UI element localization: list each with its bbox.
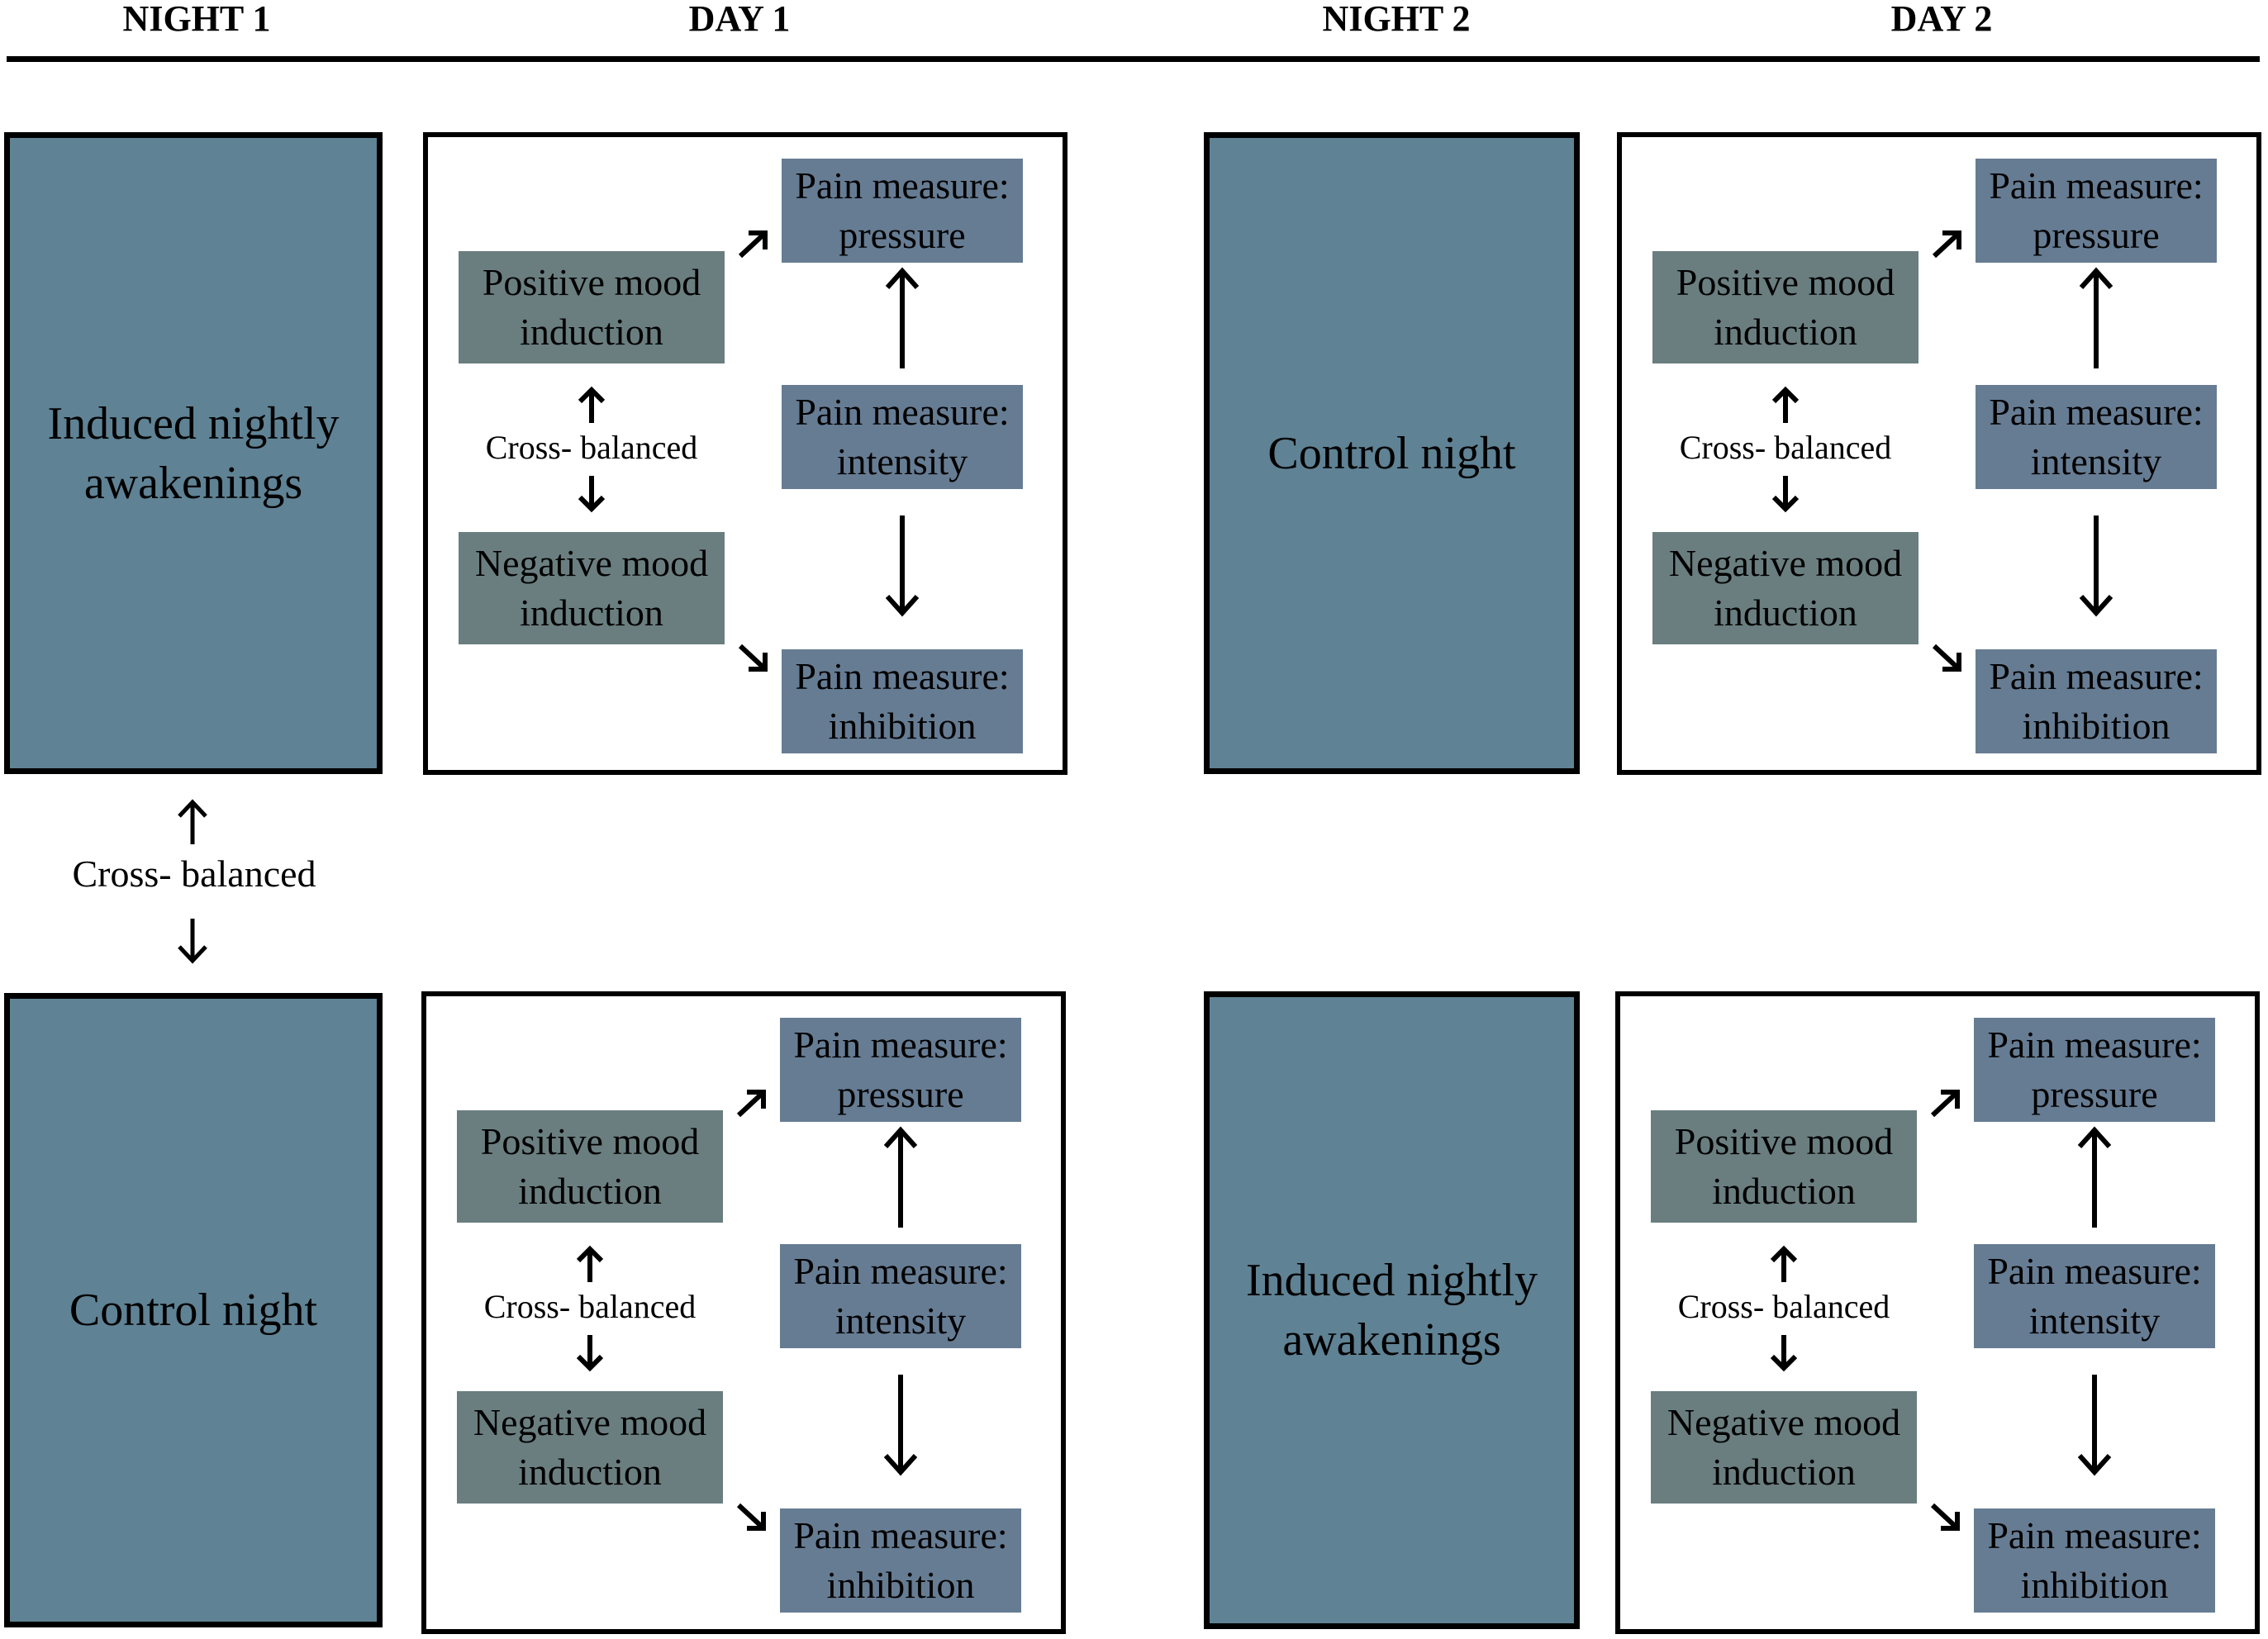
night-block-label: Induced nightly awakenings	[47, 397, 340, 509]
positive-mood-box: Positive mood induction	[457, 1110, 723, 1223]
outer-arrow-down	[178, 919, 207, 964]
arrow-to-inhibition	[1930, 1503, 1958, 1529]
negative-mood-box: Negative mood induction	[459, 532, 725, 644]
pain-inhibition-box: Pain measure: inhibition	[782, 649, 1023, 753]
arrow-to-pressure	[736, 1091, 764, 1118]
cross-balanced-label: Cross- balanced	[1679, 429, 1892, 466]
pain-inhibition-box: Pain measure: inhibition	[1974, 1508, 2215, 1613]
negative-mood-label: Negative mood induction	[474, 542, 709, 634]
pain-inhibition-label: Pain measure: inhibition	[1987, 1514, 2202, 1606]
pain-pressure-box: Pain measure: pressure	[1974, 1018, 2215, 1122]
header-day-1: DAY 1	[688, 0, 791, 39]
day-arrows	[1771, 230, 2113, 672]
arrow-to-pressure	[1932, 232, 1960, 259]
cross-balanced-label: Cross- balanced	[485, 429, 698, 466]
pain-inhibition-label: Pain measure: inhibition	[1989, 655, 2204, 747]
pain-pressure-box: Pain measure: pressure	[1976, 159, 2217, 263]
pain-intensity-label: Pain measure: intensity	[1987, 1250, 2202, 1342]
pain-intensity-box: Pain measure: intensity	[782, 385, 1023, 489]
negative-mood-box: Negative mood induction	[457, 1391, 723, 1504]
pain-pressure-label: Pain measure: pressure	[793, 1024, 1008, 1115]
positive-mood-label: Positive mood induction	[1674, 1120, 1894, 1212]
arrow-to-inhibition	[1932, 644, 1960, 670]
pain-intensity-label: Pain measure: intensity	[1989, 391, 2204, 482]
pain-intensity-label: Pain measure: intensity	[793, 1250, 1008, 1342]
pain-pressure-label: Pain measure: pressure	[795, 164, 1010, 256]
header-day-2: DAY 2	[1890, 0, 1993, 39]
day-arrows	[1770, 1090, 2112, 1531]
cross-balanced-label: Cross- balanced	[1677, 1288, 1890, 1325]
negative-mood-box: Negative mood induction	[1651, 1391, 1917, 1504]
cross-balanced-label: Cross- balanced	[483, 1288, 697, 1325]
night-block-top-left: Induced nightly awakenings	[4, 132, 383, 774]
positive-mood-box: Positive mood induction	[1652, 251, 1919, 363]
day-block-bottom-left: Positive mood induction Cross- balanced …	[421, 991, 1066, 1634]
positive-mood-box: Positive mood induction	[1651, 1110, 1917, 1223]
positive-mood-label: Positive mood induction	[482, 261, 701, 353]
night-block-label: Induced nightly awakenings	[1245, 1255, 1538, 1366]
pain-intensity-box: Pain measure: intensity	[780, 1244, 1021, 1348]
night-block-top-right: Control night	[1204, 132, 1580, 774]
negative-mood-label: Negative mood induction	[1668, 542, 1903, 634]
cross-balanced-label-outer: Cross- balanced	[72, 853, 316, 895]
pain-inhibition-label: Pain measure: inhibition	[793, 1514, 1008, 1606]
outer-arrow-up	[178, 799, 207, 844]
header-night-1: NIGHT 1	[122, 0, 271, 39]
pain-intensity-box: Pain measure: intensity	[1974, 1244, 2215, 1348]
day-arrows	[578, 230, 920, 672]
day-arrows	[576, 1090, 918, 1531]
pain-pressure-box: Pain measure: pressure	[782, 159, 1023, 263]
night-block-label: Control night	[1267, 427, 1516, 479]
header-night-2: NIGHT 2	[1322, 0, 1471, 39]
night-block-bottom-left: Control night	[4, 993, 383, 1627]
day-block-top-right: Positive mood induction Cross- balanced …	[1617, 132, 2261, 775]
pain-pressure-box: Pain measure: pressure	[780, 1018, 1021, 1122]
pain-pressure-label: Pain measure: pressure	[1989, 164, 2204, 256]
day-block-bottom-right: Positive mood induction Cross- balanced …	[1615, 991, 2260, 1634]
pain-inhibition-box: Pain measure: inhibition	[780, 1508, 1021, 1613]
night-block-label: Control night	[69, 1285, 318, 1336]
arrow-to-pressure	[1930, 1091, 1958, 1118]
header-rule	[7, 56, 2260, 62]
arrow-to-inhibition	[736, 1503, 764, 1529]
positive-mood-label: Positive mood induction	[480, 1120, 700, 1212]
pain-intensity-label: Pain measure: intensity	[795, 391, 1010, 482]
night-block-bottom-right: Induced nightly awakenings	[1204, 991, 1580, 1629]
negative-mood-box: Negative mood induction	[1652, 532, 1919, 644]
pain-intensity-box: Pain measure: intensity	[1976, 385, 2217, 489]
arrow-to-pressure	[738, 232, 766, 259]
pain-inhibition-box: Pain measure: inhibition	[1976, 649, 2217, 753]
day-block-top-left: Positive mood induction Cross- balanced …	[423, 132, 1067, 775]
pain-pressure-label: Pain measure: pressure	[1987, 1024, 2202, 1115]
negative-mood-label: Negative mood induction	[1667, 1401, 1901, 1493]
arrow-to-inhibition	[738, 644, 766, 670]
negative-mood-label: Negative mood induction	[473, 1401, 707, 1493]
positive-mood-box: Positive mood induction	[459, 251, 725, 363]
pain-inhibition-label: Pain measure: inhibition	[795, 655, 1010, 747]
positive-mood-label: Positive mood induction	[1676, 261, 1895, 353]
